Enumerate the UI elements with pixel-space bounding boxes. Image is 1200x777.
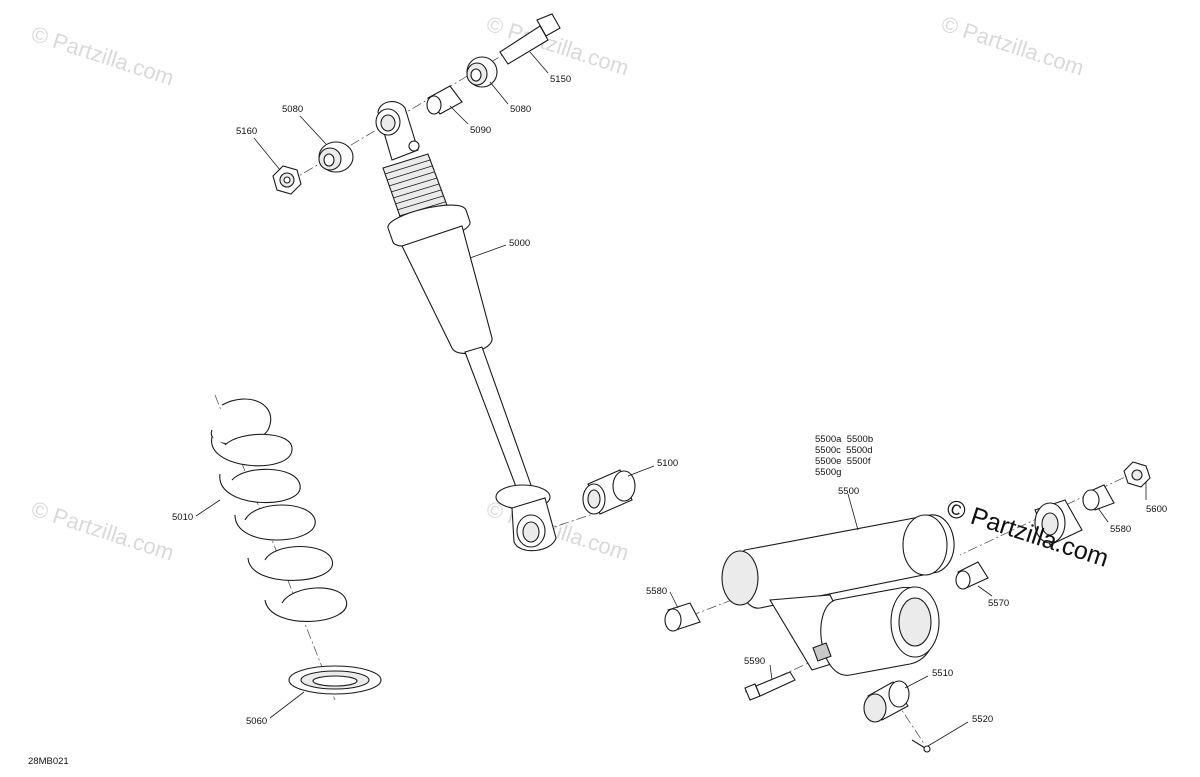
figure-code: 28MB021 bbox=[28, 756, 69, 767]
spring-seat-5060 bbox=[288, 665, 382, 695]
label-5090: 5090 bbox=[470, 125, 491, 136]
swing-arm-5500 bbox=[721, 514, 955, 676]
sleeve-5570 bbox=[955, 561, 989, 590]
label-5150: 5150 bbox=[550, 74, 571, 85]
label-5500: 5500 bbox=[838, 486, 859, 497]
label-5580-right: 5580 bbox=[1110, 524, 1131, 535]
leader-lines bbox=[195, 51, 1147, 747]
watermark-bottom-left: © Partzilla.com bbox=[28, 496, 177, 566]
watermark-top-center: © Partzilla.com bbox=[483, 11, 632, 81]
callout-labels: 5150 5080 5090 5080 5160 5000 5100 5010 … bbox=[28, 74, 1167, 767]
bushing-5100 bbox=[582, 469, 636, 515]
label-5580-left: 5580 bbox=[646, 586, 667, 597]
label-5100: 5100 bbox=[657, 458, 678, 469]
spring-5010 bbox=[210, 398, 348, 622]
bushing-5080-top bbox=[466, 56, 498, 88]
label-5160: 5160 bbox=[236, 126, 257, 137]
label-5080-top: 5080 bbox=[510, 104, 531, 115]
label-5500-variants-4: 5500g bbox=[815, 467, 841, 478]
label-5060: 5060 bbox=[246, 716, 267, 727]
label-5590: 5590 bbox=[744, 656, 765, 667]
label-5080-left: 5080 bbox=[282, 104, 303, 115]
watermark-top-left: © Partzilla.com bbox=[28, 21, 177, 91]
label-5000: 5000 bbox=[509, 238, 530, 249]
label-5510: 5510 bbox=[932, 668, 953, 679]
screw-5520 bbox=[911, 739, 931, 753]
assembly-axes bbox=[214, 29, 1141, 746]
bushing-5580-large bbox=[1034, 499, 1083, 546]
label-5500-variants-2: 5500c 5500d bbox=[815, 445, 873, 456]
label-5520: 5520 bbox=[972, 714, 993, 725]
nut-5160 bbox=[272, 165, 302, 195]
label-5570: 5570 bbox=[988, 598, 1009, 609]
watermarks: © Partzilla.com © Partzilla.com © Partzi… bbox=[28, 11, 1087, 566]
thread-lines bbox=[384, 159, 446, 217]
bushing-5580-left bbox=[664, 602, 701, 632]
label-5500-variants-3: 5500e 5500f bbox=[815, 456, 871, 467]
bolt-5590 bbox=[744, 671, 796, 701]
nut-5600 bbox=[1123, 461, 1151, 488]
shock-absorber-5000 bbox=[375, 101, 557, 552]
bushing-5080-left bbox=[318, 141, 354, 173]
label-5010: 5010 bbox=[172, 512, 193, 523]
label-5600: 5600 bbox=[1146, 504, 1167, 515]
watermark-top-right: © Partzilla.com bbox=[938, 11, 1087, 81]
bolt-5150 bbox=[499, 13, 561, 65]
roller-5510 bbox=[863, 680, 910, 723]
sleeve-5090 bbox=[426, 85, 463, 115]
label-5500-variants-1: 5500a 5500b bbox=[815, 434, 873, 445]
bushing-5580-right bbox=[1082, 484, 1115, 511]
